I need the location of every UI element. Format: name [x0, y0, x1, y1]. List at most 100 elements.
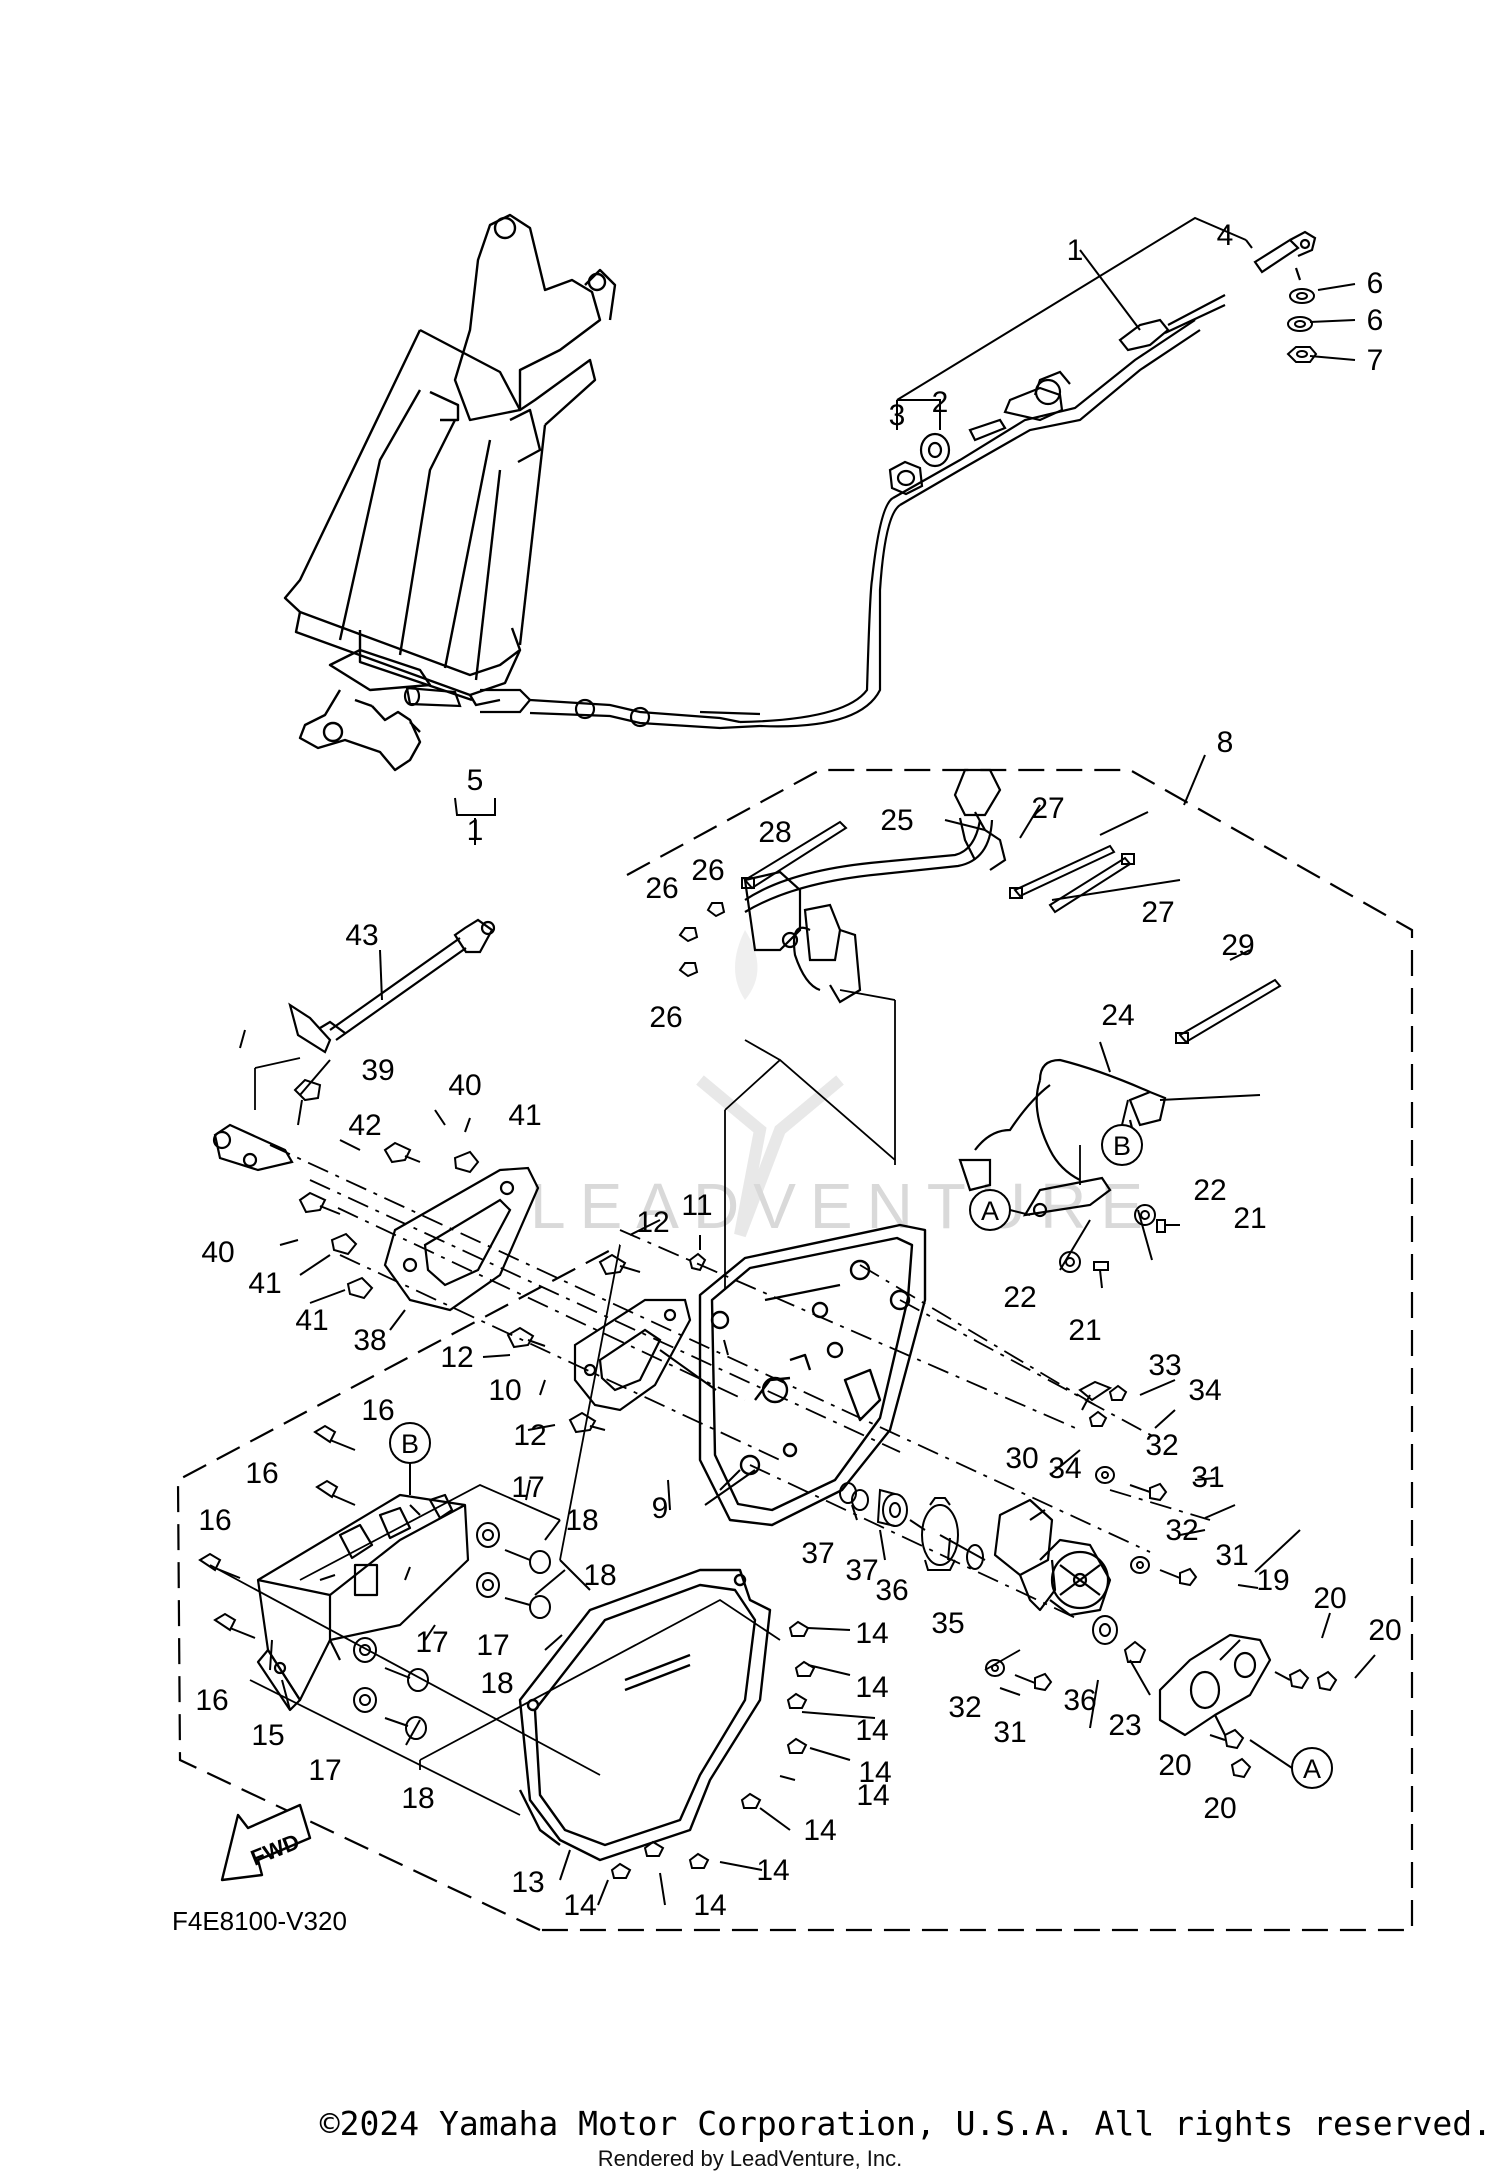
callout-10: 10	[488, 1374, 521, 1407]
callout-12: 12	[636, 1206, 669, 1239]
callout-31: 31	[1191, 1461, 1224, 1494]
callout-18: 18	[583, 1559, 616, 1592]
cable-nut	[888, 460, 924, 496]
washers-37	[839, 1482, 869, 1511]
callout-41: 41	[295, 1304, 328, 1337]
callout-41: 41	[248, 1267, 281, 1300]
cable-tie-27b	[1048, 853, 1135, 914]
callout-38: 38	[353, 1324, 386, 1357]
sensor-24	[958, 1058, 1167, 1218]
callout-13: 13	[511, 1866, 544, 1899]
fwd-arrow-icon: FWD	[220, 1803, 312, 1882]
washers-32	[985, 1466, 1150, 1677]
callout-12: 12	[440, 1341, 473, 1374]
callout-18: 18	[480, 1667, 513, 1700]
callout-42: 42	[348, 1109, 381, 1142]
assembly-8-boundary	[540, 768, 1414, 1932]
cable-tie-29	[1175, 978, 1282, 1044]
bolt-39	[293, 1078, 322, 1126]
callout-15: 15	[251, 1719, 284, 1752]
letter-marker-b-2: B	[389, 1422, 431, 1464]
cover-13	[518, 1568, 772, 1862]
grommets-17	[353, 1522, 500, 1713]
letter-marker-a-2: A	[1291, 1747, 1333, 1789]
callout-20: 20	[1313, 1582, 1346, 1615]
callout-21: 21	[1068, 1314, 1101, 1347]
callout-16: 16	[198, 1504, 231, 1537]
callout-14: 14	[693, 1889, 726, 1922]
leader-lines	[239, 216, 1376, 1906]
svg-text:B: B	[401, 1429, 419, 1459]
callout-17: 17	[308, 1754, 341, 1787]
callout-22: 22	[1193, 1174, 1226, 1207]
callout-25: 25	[880, 804, 913, 837]
bolts-18	[384, 1549, 551, 1740]
callout-29: 29	[1221, 929, 1254, 962]
callout-6: 6	[1367, 304, 1384, 337]
callout-20: 20	[1158, 1749, 1191, 1782]
bushings-36	[876, 1488, 1118, 1645]
steering-column-housing	[283, 213, 617, 772]
callout-40: 40	[448, 1069, 481, 1102]
callout-7: 7	[1367, 344, 1384, 377]
callout-17: 17	[511, 1471, 544, 1504]
callout-34: 34	[1188, 1374, 1221, 1407]
screws-34	[1088, 1384, 1128, 1427]
marker-leaders	[409, 1099, 1293, 1769]
callout-labels: 1 1 2 3 4 5 6 6 7 8 9 10 11 12 12 12 13 …	[195, 219, 1401, 1922]
callout-16: 16	[195, 1684, 228, 1717]
callout-27: 27	[1031, 792, 1064, 825]
callout-35: 35	[931, 1607, 964, 1640]
callout-20: 20	[1368, 1614, 1401, 1647]
bolts-20	[1209, 1668, 1338, 1779]
figure-code: F4E8100-V320	[172, 1906, 347, 1936]
callout-14: 14	[756, 1854, 789, 1887]
callout-36: 36	[1063, 1684, 1096, 1717]
callout-16: 16	[245, 1457, 278, 1490]
callout-33: 33	[1148, 1349, 1181, 1382]
bolts-31	[1014, 1482, 1198, 1692]
bracket-42	[212, 1123, 294, 1172]
callout-2: 2	[932, 386, 949, 419]
callout-5: 5	[467, 764, 484, 797]
bolts-12	[506, 1253, 641, 1434]
cable-washer	[919, 432, 951, 468]
callout-14: 14	[855, 1714, 888, 1747]
callout-21: 21	[1233, 1202, 1266, 1235]
svg-text:B: B	[1113, 1131, 1131, 1161]
callout-26: 26	[649, 1001, 682, 1034]
callout-28: 28	[758, 816, 791, 849]
letter-marker-b-1: B	[1101, 1124, 1143, 1166]
bracket-19	[1158, 1633, 1272, 1737]
callout-14: 14	[855, 1671, 888, 1704]
callout-37: 37	[801, 1537, 834, 1570]
clips-41	[330, 1150, 480, 1300]
callout-17: 17	[415, 1626, 448, 1659]
callout-36: 36	[875, 1574, 908, 1607]
svg-text:A: A	[1303, 1754, 1321, 1784]
callout-43: 43	[345, 919, 378, 952]
callout-18: 18	[401, 1782, 434, 1815]
cable-43	[288, 918, 496, 1054]
bolts-40	[298, 1141, 421, 1215]
gear-35	[909, 1497, 986, 1571]
callout-14: 14	[803, 1814, 836, 1847]
steering-cable	[403, 230, 1317, 730]
small-washers	[1286, 288, 1318, 363]
copyright-notice: ©2024 Yamaha Motor Corporation, U.S.A. A…	[319, 2104, 1492, 2143]
callout-20: 20	[1203, 1792, 1236, 1825]
callout-14: 14	[858, 1756, 891, 1789]
callout-40: 40	[201, 1236, 234, 1269]
callout-32: 32	[948, 1691, 981, 1724]
screws-26	[678, 902, 726, 978]
callout-24: 24	[1101, 999, 1134, 1032]
callout-14: 14	[563, 1889, 596, 1922]
callout-39: 39	[361, 1054, 394, 1087]
screws-16	[198, 1424, 356, 1639]
callout-8: 8	[1217, 726, 1234, 759]
callout-37: 37	[845, 1554, 878, 1587]
callout-31: 31	[1215, 1539, 1248, 1572]
callout-3: 3	[889, 399, 906, 432]
watermark-text: LEADVENTURE	[530, 1170, 1157, 1242]
